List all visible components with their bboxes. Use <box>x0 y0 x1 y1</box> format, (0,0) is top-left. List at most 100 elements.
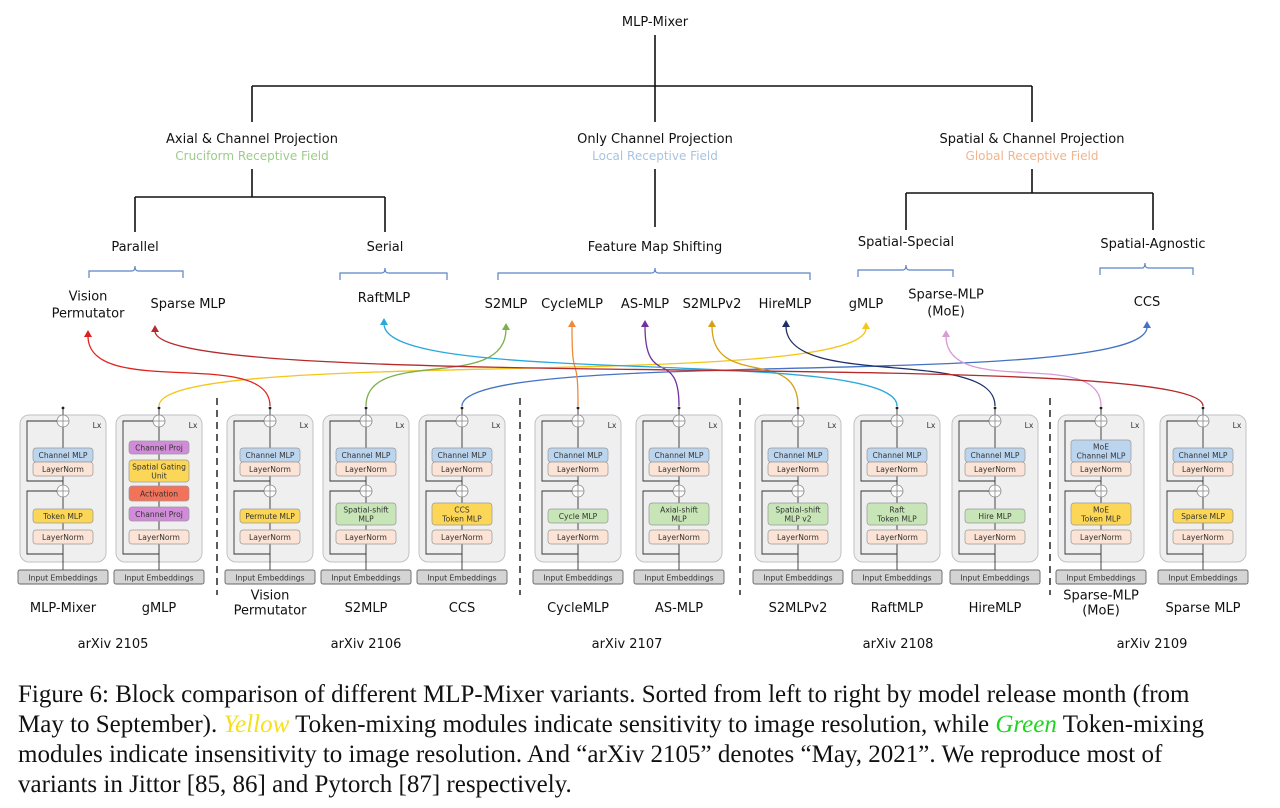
output-dot <box>268 406 272 410</box>
layernorm-box-label: LayerNorm <box>557 533 599 542</box>
category-bracket <box>1099 262 1194 275</box>
layernorm-box <box>767 529 829 545</box>
model-name: S2MLPv2 <box>769 601 828 616</box>
token-mixing-box-label: Permute MLP <box>245 512 295 521</box>
repeat-label: Lx <box>189 421 198 430</box>
input-embeddings-label: Input Embeddings <box>28 574 97 583</box>
leaf-model-label: HireMLP <box>759 297 812 312</box>
token-mixing-box <box>1172 508 1234 524</box>
residual-connection <box>1064 490 1101 555</box>
category-title: Only Channel Projection <box>577 132 733 147</box>
leaf-model-label: S2MLPv2 <box>683 297 742 312</box>
input-embeddings-label: Input Embeddings <box>862 574 931 583</box>
model-name: gMLP <box>142 601 177 616</box>
layernorm-box-label: LayerNorm <box>42 533 84 542</box>
layernorm-box <box>767 461 829 477</box>
repeat-label: Lx <box>608 421 617 430</box>
release-month-label: arXiv 2109 <box>1117 637 1188 652</box>
layernorm-box <box>1172 461 1234 477</box>
channel-mlp-box-label: Channel MLP <box>39 451 88 460</box>
subcategory-label: Spatial-Special <box>858 235 954 250</box>
leaf-model-label: RaftMLP <box>358 291 411 306</box>
residual-connection <box>761 490 798 555</box>
input-embeddings-label: Input Embeddings <box>427 574 496 583</box>
output-dot <box>993 406 997 410</box>
residual-connection <box>541 420 578 482</box>
arrowhead-icon <box>708 320 716 327</box>
category-bracket <box>339 267 448 280</box>
channel-mlp-box-label: Channel MLP <box>774 451 823 460</box>
layernorm-box-label: LayerNorm <box>345 465 387 474</box>
release-month-label: arXiv 2107 <box>592 637 663 652</box>
input-embeddings-label: Input Embeddings <box>960 574 1029 583</box>
model-to-category-arrow <box>383 323 898 407</box>
layernorm-box-label: LayerNorm <box>138 533 180 542</box>
layernorm-box <box>431 529 493 545</box>
layernorm-box <box>866 529 928 545</box>
layernorm-box <box>431 461 493 477</box>
token-mixing-box <box>1070 502 1132 526</box>
model-to-category-arrow <box>711 325 799 407</box>
layernorm-box-label: LayerNorm <box>876 465 918 474</box>
channel-mlp-box-label: Channel MLP <box>438 451 487 460</box>
output-dot <box>364 406 368 410</box>
model-to-category-arrow <box>365 328 507 407</box>
token-mixing-box <box>239 508 301 524</box>
leaf-model-label: CycleMLP <box>541 297 603 312</box>
residual-connection <box>541 490 578 555</box>
leaf-model-label: S2MLP <box>485 297 528 312</box>
channel-mlp-box-label: Channel MLP <box>246 451 295 460</box>
category-title: Axial & Channel Projection <box>166 132 338 147</box>
input-embeddings-label: Input Embeddings <box>543 574 612 583</box>
channel-proj-box <box>128 440 190 455</box>
subcategory-label: Serial <box>367 240 404 255</box>
input-embeddings-label: Input Embeddings <box>1066 574 1135 583</box>
model-to-category-arrow <box>785 325 996 407</box>
layernorm-box <box>547 461 609 477</box>
caption-line-2: May to September). Yellow Token-mixing m… <box>18 711 1204 738</box>
input-embeddings-label: Input Embeddings <box>124 574 193 583</box>
token-mixing-box-label: Token MLP <box>42 512 83 521</box>
layernorm-box <box>1070 529 1132 545</box>
model-to-category-arrow <box>644 325 680 407</box>
model-to-category-arrow <box>87 335 271 407</box>
arrowhead-icon <box>502 323 510 330</box>
token-mixing-box <box>866 502 928 526</box>
output-dot <box>61 406 65 410</box>
layernorm-box-label: LayerNorm <box>876 533 918 542</box>
arrowhead-icon <box>1143 321 1151 328</box>
model-name: RaftMLP <box>871 601 924 616</box>
model-to-category-arrow <box>945 335 1102 407</box>
layernorm-box <box>239 529 301 545</box>
layernorm-box-label: LayerNorm <box>974 533 1016 542</box>
token-mixing-box-label: Sparse MLP <box>1181 512 1225 521</box>
layernorm-box <box>648 529 710 545</box>
category-bracket <box>88 265 184 278</box>
residual-connection <box>329 490 366 555</box>
activation-box-label: Activation <box>140 489 178 498</box>
token-mixing-box <box>335 502 397 526</box>
input-embeddings-label: Input Embeddings <box>644 574 713 583</box>
root-node: MLP-Mixer <box>622 15 689 30</box>
token-mixing-box <box>767 502 829 526</box>
layernorm-box <box>128 529 190 545</box>
leaf-model-label: AS-MLP <box>621 297 669 312</box>
arrowhead-icon <box>84 330 92 337</box>
model-to-category-arrow <box>571 325 579 407</box>
model-to-category-arrow <box>461 326 1148 407</box>
output-dot <box>460 406 464 410</box>
channel-proj-box-label: Channel Proj <box>135 510 183 519</box>
subcategory-label: Feature Map Shifting <box>588 240 722 255</box>
leaf-model-label: CCS <box>1134 295 1160 310</box>
model-name: S2MLP <box>345 601 388 616</box>
